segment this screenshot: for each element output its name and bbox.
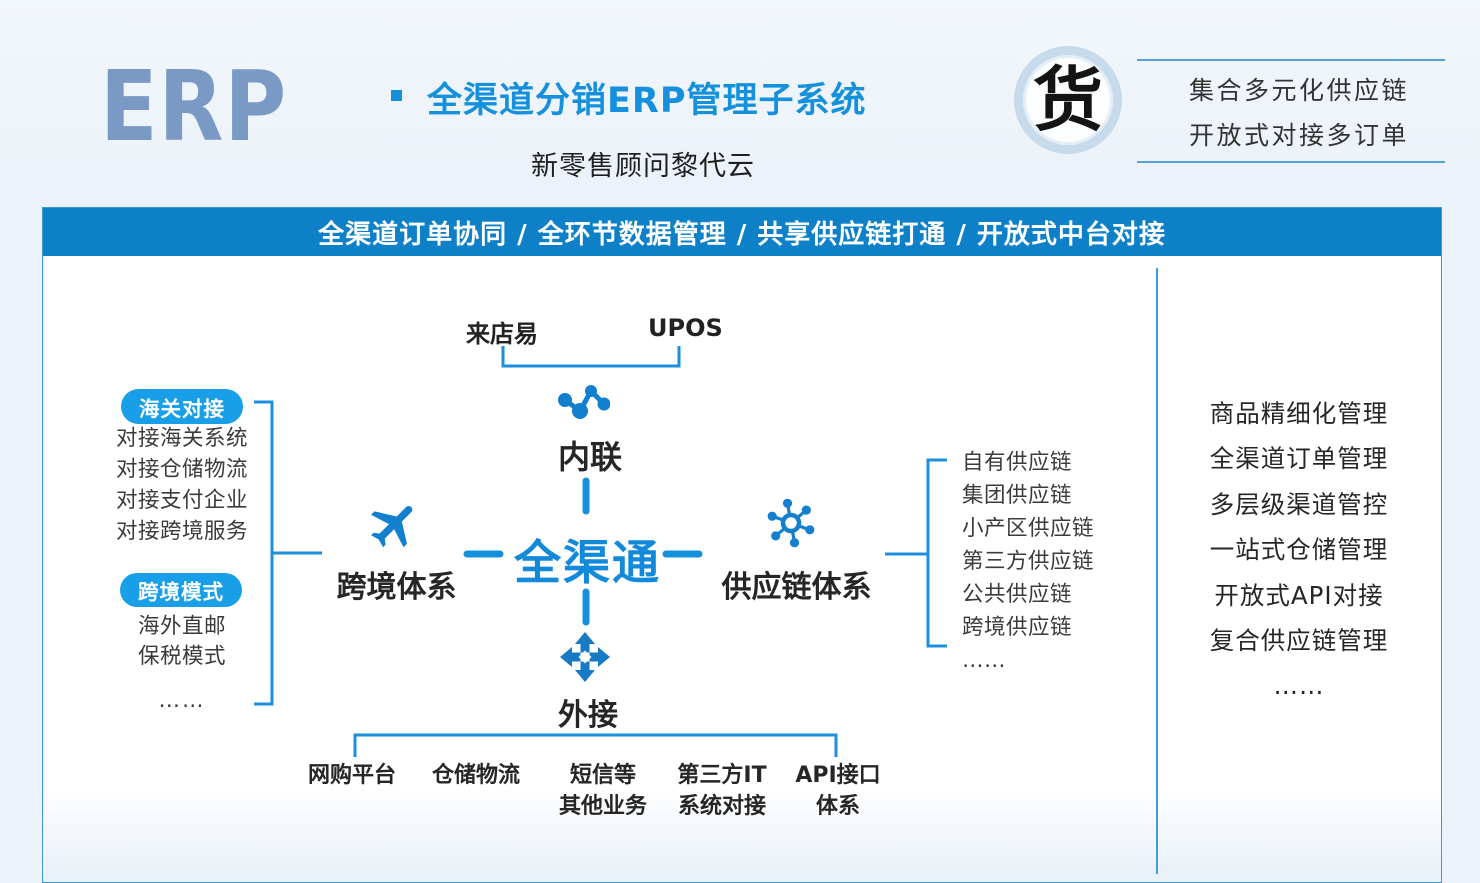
panel-divider [1156, 268, 1158, 874]
list-item: 海外直邮 [137, 614, 226, 639]
tagline-line-1: 集合多元化供应链 [1189, 75, 1410, 105]
label-line: 短信等 [569, 763, 636, 788]
list-item: 对接仓储物流 [116, 457, 249, 482]
airplane-icon [371, 505, 413, 548]
tagline: 集合多元化供应链 开放式对接多订单 [1137, 59, 1445, 163]
page-subtitle: 新零售顾问黎代云 [531, 151, 755, 182]
partner-laidianyi: 来店易 [466, 320, 538, 348]
list-item: 保税模式 [137, 644, 226, 669]
label-line: 其他业务 [558, 794, 647, 819]
external-item-warehouse: 仓储物流 [411, 760, 541, 791]
list-item: 公共供应链 [962, 582, 1073, 607]
list-item: 第三方供应链 [962, 549, 1095, 574]
node-inner-link: 内联 [557, 438, 622, 476]
feature-banner: 全渠道订单协同 / 全环节数据管理 / 共享供应链打通 / 开放式中台对接 [43, 208, 1441, 256]
badge-customs: 海关对接 [121, 389, 243, 424]
seal-logo: 货 [1014, 46, 1122, 154]
list-item: 小产区供应链 [962, 516, 1095, 541]
list-item: 对接海关系统 [116, 426, 249, 451]
label-line: 网购平台 [307, 763, 396, 788]
panel-item: 多层级渠道管控 [1209, 489, 1389, 519]
list-item: 对接跨境服务 [116, 519, 249, 544]
center-hub-title: 全渠通 [514, 536, 661, 591]
content-box [42, 207, 1442, 883]
ellipsis: …… [962, 648, 1006, 673]
network-nodes-icon [558, 385, 610, 419]
label-line: API接口 [795, 763, 881, 788]
feature-panel: 商品精细化管理 全渠道订单管理 多层级渠道管控 一站式仓储管理 开放式API对接… [1157, 391, 1441, 709]
label-line: 系统对接 [677, 794, 766, 819]
panel-item: 开放式API对接 [1214, 580, 1384, 610]
four-arrows-icon [560, 632, 610, 682]
external-item-third-party-it: 第三方IT 系统对接 [657, 760, 787, 822]
seal-character: 货 [1033, 58, 1103, 141]
external-item-api: API接口 体系 [773, 760, 903, 822]
customs-items-list: 对接海关系统 对接仓储物流 对接支付企业 对接跨境服务 [116, 423, 248, 547]
node-cross-border: 跨境体系 [336, 570, 457, 605]
supply-network-icon [767, 498, 815, 548]
tagline-line-2: 开放式对接多订单 [1189, 120, 1410, 150]
supply-chain-list: 自有供应链 集团供应链 小产区供应链 第三方供应链 公共供应链 跨境供应链 …… [962, 446, 1094, 677]
ellipsis: …… [1273, 671, 1325, 701]
partner-upos: UPOS [648, 314, 723, 342]
list-item: 自有供应链 [962, 450, 1073, 475]
panel-item: 商品精细化管理 [1209, 399, 1389, 428]
badge-cross-border-mode: 跨境模式 [120, 573, 242, 607]
node-external: 外接 [558, 698, 618, 733]
list-item: 集团供应链 [962, 483, 1073, 508]
node-supply-chain: 供应链体系 [721, 570, 872, 605]
panel-item: 复合供应链管理 [1209, 626, 1389, 656]
list-item: 跨境供应链 [962, 615, 1073, 640]
erp-logo-text: ERP [100, 50, 288, 163]
label-line: 体系 [815, 794, 860, 819]
label-line: 仓储物流 [431, 763, 520, 788]
page-title: 全渠道分销ERP管理子系统 [427, 81, 867, 121]
external-item-shopping: 网购平台 [287, 760, 417, 791]
list-item: 对接支付企业 [116, 488, 249, 513]
title-bullet-icon [391, 90, 402, 101]
external-item-sms: 短信等 其他业务 [538, 760, 668, 822]
ellipsis: …… [158, 688, 206, 713]
label-line: 第三方IT [677, 763, 767, 788]
mode-items-list: 海外直邮 保税模式 …… [112, 612, 252, 716]
panel-item: 全渠道订单管理 [1209, 444, 1389, 474]
panel-item: 一站式仓储管理 [1209, 535, 1389, 565]
